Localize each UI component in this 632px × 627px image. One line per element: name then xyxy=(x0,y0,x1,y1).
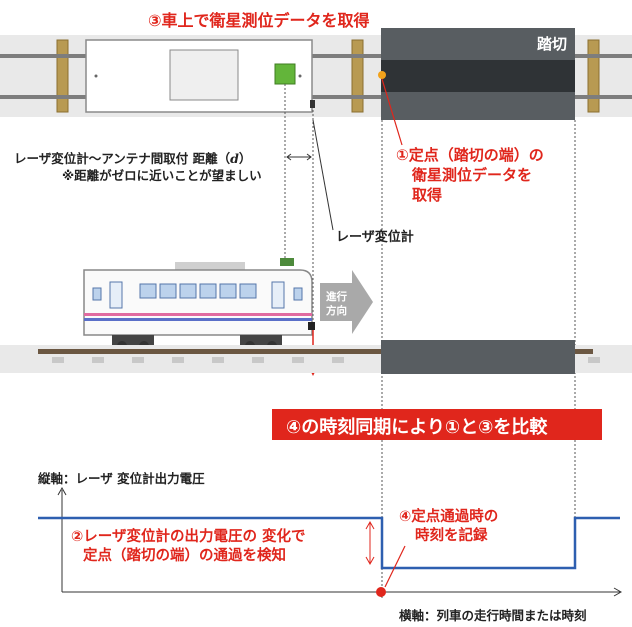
fixed-point-dot xyxy=(378,71,386,79)
fixed-point-line2: 衛星測位データを xyxy=(412,166,533,184)
distance-note-line1: レーザ変位計～アンテナ間取付 距離（d） xyxy=(14,151,252,166)
direction-arrow-icon xyxy=(320,270,373,334)
voltage-signal-line xyxy=(38,516,620,570)
fixed-point-note: ①定点（踏切の端）の 衛星測位データを 取得 xyxy=(396,145,544,205)
laser-plan-icon xyxy=(310,100,315,108)
laser-label: レーザ変位計 xyxy=(336,230,414,245)
laser-callout-line xyxy=(312,119,334,231)
fixed-point-line3: 取得 xyxy=(412,186,443,204)
laser-side-icon xyxy=(308,322,315,330)
compare-banner-text: ④の時刻同期により①と③を比較 xyxy=(286,417,548,438)
train-side-view xyxy=(83,258,315,351)
compare-banner-bg xyxy=(272,409,602,440)
record-note: ④定点通過時の 時刻を記録 xyxy=(399,509,499,544)
side-track xyxy=(0,340,632,374)
distance-note-line2: ※距離がゼロに近いことが望ましい xyxy=(62,168,262,183)
detect-note: ②レーザ変位計の出力電圧の 変化で 定点（踏切の端）の通過を検知 xyxy=(71,529,306,564)
signal-chart xyxy=(38,486,623,597)
train-plan-view xyxy=(85,39,315,113)
callout-lines xyxy=(381,78,403,146)
top-rail-lower xyxy=(0,95,632,99)
fixed-point-line1: ①定点（踏切の端）の xyxy=(396,146,544,164)
y-axis-label: 縦軸：レーザ 変位計出力電圧 xyxy=(38,471,205,486)
top-rail-upper xyxy=(0,54,632,58)
crossing-plan xyxy=(381,28,575,120)
antenna-plan-icon xyxy=(274,63,296,85)
crossing-side xyxy=(381,340,575,374)
direction-label: 進行 方向 xyxy=(326,291,347,317)
record-point-dot xyxy=(376,587,386,597)
crossing-label: 踏切 xyxy=(537,35,568,53)
distance-arrow xyxy=(286,153,312,161)
top-track xyxy=(0,28,632,120)
antenna-side-icon xyxy=(280,258,294,266)
title: ③車上で衛星測位データを取得 xyxy=(148,11,370,30)
x-axis-label: 横軸：列車の走行時間または時刻 xyxy=(399,608,587,623)
